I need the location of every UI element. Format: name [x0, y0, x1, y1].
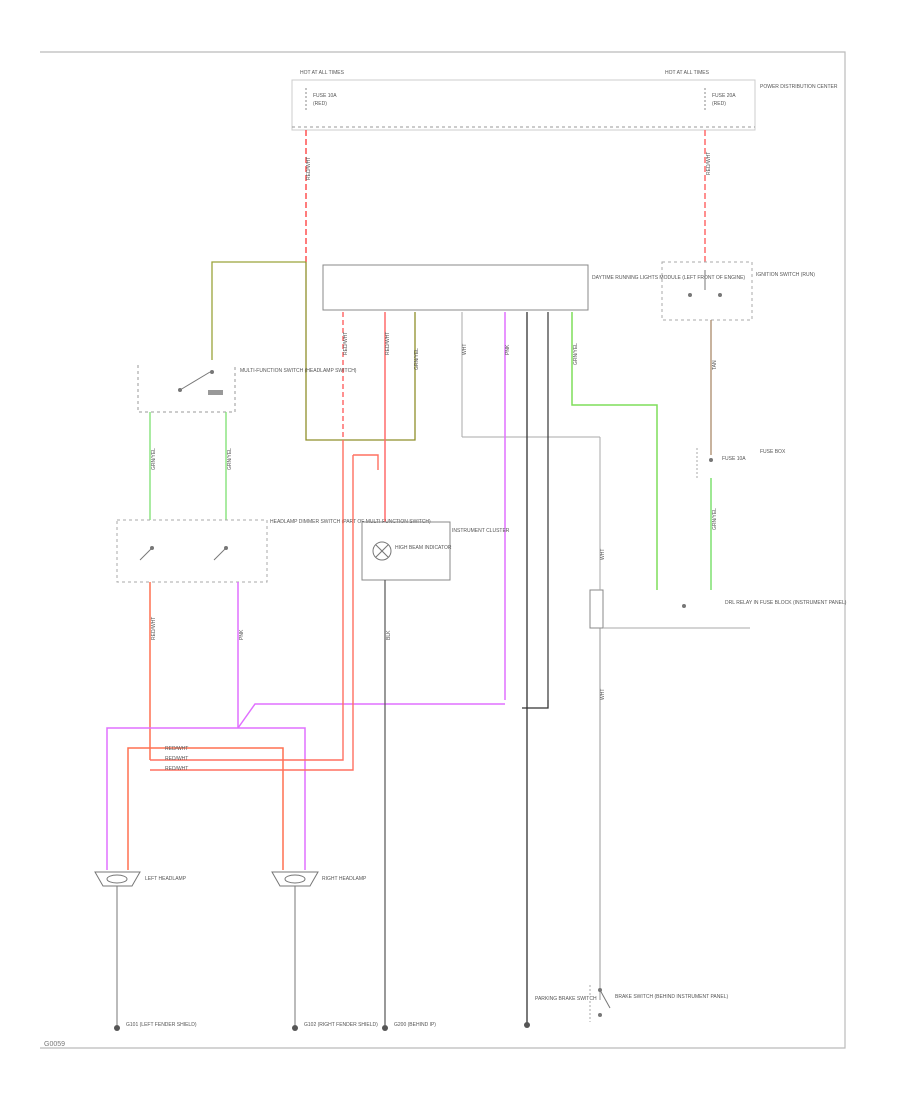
right-headlamp-label: RIGHT HEADLAMP — [322, 876, 367, 882]
wire-label-red-h2: RED/WHT — [165, 756, 188, 762]
left-headlamp-label: LEFT HEADLAMP — [145, 876, 187, 882]
wire-label-wht-low: WHT — [600, 689, 606, 700]
drl-relay: DRL RELAY IN FUSE BLOCK (INSTRUMENT PANE… — [589, 589, 847, 629]
brake-switch: BRAKE SWITCH (BEHIND INSTRUMENT PANEL) — [589, 985, 728, 1022]
wire-label-grn-m2: GRN/YEL — [573, 343, 579, 365]
diagram-code: G0059 — [44, 1041, 65, 1048]
multi-function-switch: MULTI-FUNCTION SWITCH (HEADLAMP SWITCH) — [137, 365, 357, 413]
wire-label-red-m1: RED/WHT — [343, 332, 349, 355]
wire-label-grn-1: GRN/YEL — [151, 448, 157, 470]
daytime-module-label: DAYTIME RUNNING LIGHTS MODULE (LEFT FRON… — [592, 275, 745, 281]
high-beam-indicator: HIGH BEAM INDICATOR INSTRUMENT CLUSTER — [361, 440, 510, 581]
power-distribution-center: HOT AT ALL TIMES HOT AT ALL TIMES FUSE 1… — [291, 70, 838, 131]
wire-label-tan-1: TAN — [712, 360, 718, 370]
wire-label-grn-r: GRN/YEL — [712, 508, 718, 530]
parking-brake-label: PARKING BRAKE SWITCH — [535, 996, 597, 1002]
ground-g3: G200 (BEHIND IP) — [394, 1022, 436, 1028]
wire-label-pnk-m: PNK — [505, 344, 511, 355]
left-fuse-header: HOT AT ALL TIMES — [300, 70, 345, 76]
ground-g1: G101 (LEFT FENDER SHIELD) — [126, 1022, 197, 1028]
wire-label-red-h1: RED/WHT — [165, 746, 188, 752]
ground-g2: G102 (RIGHT FENDER SHIELD) — [304, 1022, 378, 1028]
fuse-box-label: FUSE BOX — [760, 449, 786, 455]
high-beam-label: HIGH BEAM INDICATOR — [395, 545, 452, 551]
wire-label-grn-2: GRN/YEL — [227, 448, 233, 470]
dimmer-switch-label: HEADLAMP DIMMER SWITCH (PART OF MULTI-FU… — [270, 519, 431, 525]
wire-label-red-right: RED/WHT — [706, 152, 712, 175]
diagram-border — [40, 51, 846, 1049]
brake-switch-label: BRAKE SWITCH (BEHIND INSTRUMENT PANEL) — [615, 994, 728, 1000]
power-distribution-label: POWER DISTRIBUTION CENTER — [760, 84, 838, 90]
right-fuse-header: HOT AT ALL TIMES — [665, 70, 710, 76]
left-fuse-sub: (RED) — [313, 101, 327, 107]
wire-label-wht-m: WHT — [462, 344, 468, 355]
wire-label-red-m2: RED/WHT — [385, 332, 391, 355]
left-fuse-label: FUSE 10A — [313, 93, 337, 99]
drl-relay-label: DRL RELAY IN FUSE BLOCK (INSTRUMENT PANE… — [725, 600, 847, 606]
wire-label-red-d1: RED/WHT — [151, 617, 157, 640]
left-headlamp: LEFT HEADLAMP — [94, 871, 187, 887]
right-fuse-sub: (RED) — [712, 101, 726, 107]
fuse-right: FUSE 10A FUSE BOX — [696, 448, 786, 478]
instrument-cluster-label: INSTRUMENT CLUSTER — [452, 528, 510, 534]
daytime-running-lights-module: DAYTIME RUNNING LIGHTS MODULE (LEFT FRON… — [322, 264, 745, 311]
wire-label-red-h3: RED/WHT — [165, 766, 188, 772]
fuse-right-label: FUSE 10A — [722, 456, 746, 462]
wire-label-blk-1: BLK — [386, 630, 392, 640]
ignition-switch: IGNITION SWITCH (RUN) — [661, 261, 815, 321]
right-headlamp: RIGHT HEADLAMP — [271, 871, 367, 887]
parking-brake-switch: PARKING BRAKE SWITCH — [535, 996, 597, 1002]
wire-label-red-top: RED/WHT — [306, 157, 312, 180]
wire-label-pnk-d1: PNK — [239, 629, 245, 640]
multi-function-switch-label: MULTI-FUNCTION SWITCH (HEADLAMP SWITCH) — [240, 368, 357, 374]
headlamp-dimmer-switch: HEADLAMP DIMMER SWITCH (PART OF MULTI-FU… — [116, 519, 431, 583]
ignition-switch-label: IGNITION SWITCH (RUN) — [756, 272, 815, 278]
right-fuse-label: FUSE 20A — [712, 93, 736, 99]
wire-label-grn-m: GRN/YEL — [414, 348, 420, 370]
wire-label-wht-r: WHT — [600, 549, 606, 560]
